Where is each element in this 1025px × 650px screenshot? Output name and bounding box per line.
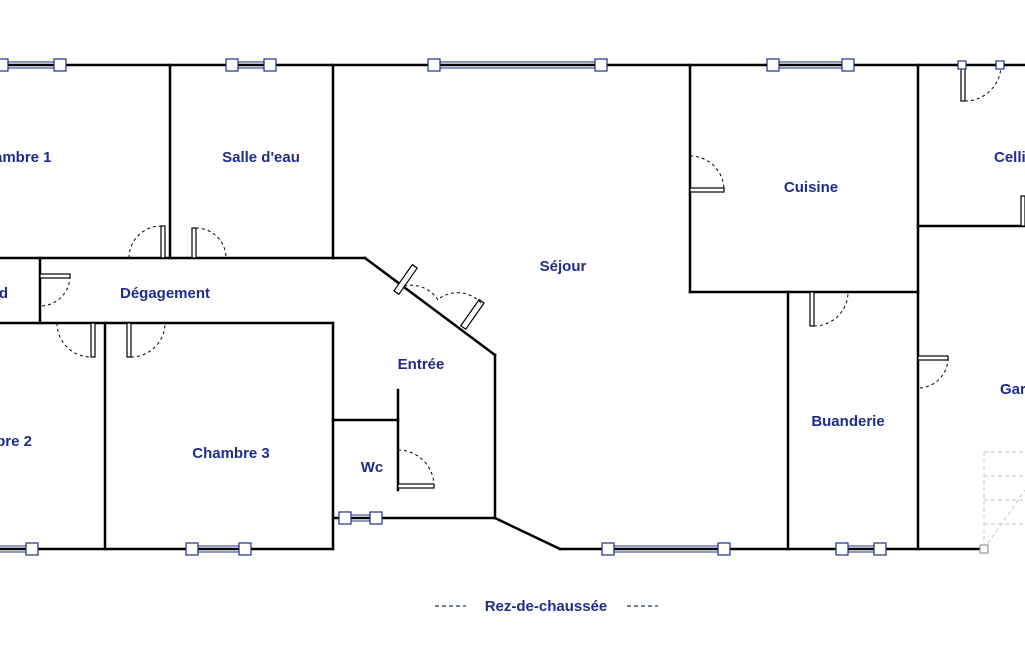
room-label-garage: Garage <box>1000 381 1025 398</box>
room-label-placard: Pld <box>0 285 8 302</box>
room-label-buanderie: Buanderie <box>811 413 884 430</box>
room-label-chambre-3: Chambre 3 <box>192 445 270 462</box>
room-label-entree: Entrée <box>398 356 445 373</box>
room-label-degagement: Dégagement <box>120 285 210 302</box>
floor-caption-text: Rez-de-chaussée <box>485 598 608 615</box>
windows <box>0 58 887 556</box>
room-label-chambre-1: Chambre 1 <box>0 149 52 166</box>
room-label-cellier: Cellier <box>994 149 1025 166</box>
room-label-cuisine: Cuisine <box>784 179 838 196</box>
room-label-salle-deau: Salle d'eau <box>222 149 300 166</box>
floor-caption: Rez-de-chaussée <box>435 598 658 615</box>
room-label-chambre-2: Chambre 2 <box>0 433 32 450</box>
doors <box>39 60 1025 489</box>
walls <box>0 63 1025 551</box>
room-label-sejour: Séjour <box>540 258 587 275</box>
stairs <box>979 451 1025 554</box>
room-labels: Chambre 1 Salle d'eau Pld Dégagement Cha… <box>0 149 1025 476</box>
room-label-wc: Wc <box>361 459 384 476</box>
